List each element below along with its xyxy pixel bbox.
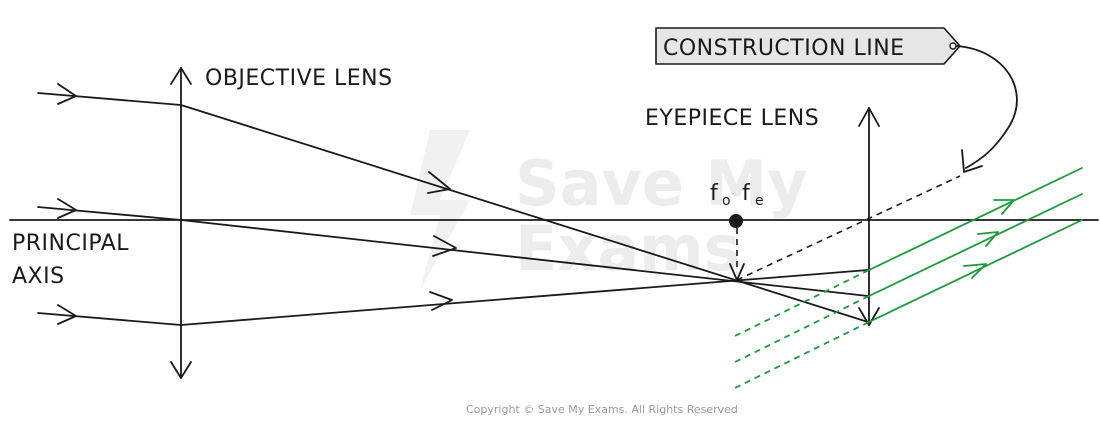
objective-lens-label: OBJECTIVE LENS [205, 66, 393, 91]
focal-label-objective: f [710, 181, 719, 206]
eyepiece-lens [858, 107, 880, 326]
principal-axis-label-line2: AXIS [12, 264, 65, 289]
objective-lens [170, 67, 192, 379]
tag-pointer-head [961, 149, 983, 173]
watermark-text-line1: Save My [515, 147, 808, 220]
incoming-rays [37, 83, 182, 326]
eyepiece-lens-label: EYEPIECE LENS [645, 106, 819, 131]
focal-point-dot [729, 214, 743, 228]
principal-axis-label-line1: PRINCIPAL [12, 231, 129, 256]
focal-label-objective-sub: o [722, 193, 731, 209]
construction-line [736, 175, 961, 281]
construction-line-tag: CONSTRUCTION LINE [655, 27, 961, 65]
focal-label-eyepiece-sub: e [755, 193, 764, 209]
watermark-bolt-icon [410, 130, 470, 290]
emergent-green-rays [734, 167, 1083, 389]
construction-line-tag-text: CONSTRUCTION LINE [663, 36, 905, 61]
objective-refracted-rays [180, 104, 869, 326]
watermark-text-line2: Exams [515, 212, 741, 285]
watermark: Save My Exams [410, 130, 808, 290]
copyright-text: Copyright © Save My Exams. All Rights Re… [466, 403, 738, 416]
tag-pointer-curve [956, 45, 1018, 169]
focal-label-eyepiece: f [742, 181, 751, 206]
